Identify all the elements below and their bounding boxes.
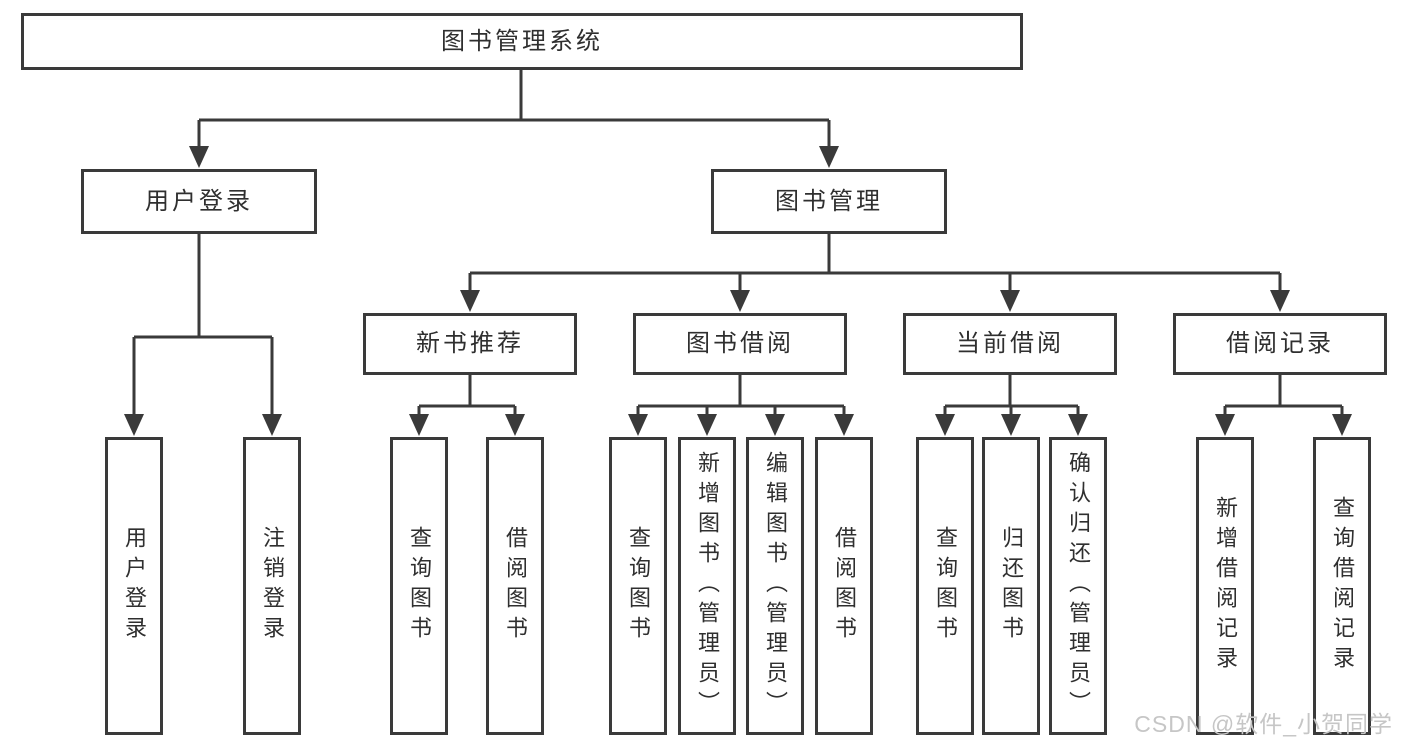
arrowheads-level3	[460, 290, 1290, 312]
csdn-watermark: CSDN @软件_小贺同学	[1134, 711, 1393, 737]
leaf-return-book: 归还图书	[982, 437, 1040, 735]
leaf-query-book-current: 查询图书	[916, 437, 974, 735]
leaf-add-book-admin: 新增图书（管理员）	[678, 437, 736, 735]
connector-new-book-group	[417, 375, 517, 414]
arrowheads-current-borrow-group	[935, 414, 1088, 436]
arrowheads-new-book-group	[409, 414, 525, 436]
node-library-system: 图书管理系统	[21, 13, 1023, 70]
arrowheads-book-borrow-group	[628, 414, 854, 436]
leaf-logout-login: 注销登录	[243, 437, 301, 735]
leaf-query-book-borrow: 查询图书	[609, 437, 667, 735]
leaf-edit-book-admin: 编辑图书（管理员）	[746, 437, 804, 735]
node-book-management: 图书管理	[711, 169, 947, 234]
connector-current-borrow-group	[943, 375, 1080, 414]
connector-user-login-group	[132, 234, 274, 414]
node-borrow-record: 借阅记录	[1173, 313, 1387, 375]
node-current-borrow: 当前借阅	[903, 313, 1117, 375]
arrowheads-user-login-group	[124, 414, 282, 436]
arrowheads-borrow-record-group	[1215, 414, 1352, 436]
node-book-borrow: 图书借阅	[633, 313, 847, 375]
leaf-borrow-book-recommend: 借阅图书	[486, 437, 544, 735]
leaf-user-login: 用户登录	[105, 437, 163, 735]
leaf-confirm-return-admin: 确认归还（管理员）	[1049, 437, 1107, 735]
connector-book-management-to-level3	[468, 234, 1282, 290]
leaf-query-borrow-record: 查询借阅记录	[1313, 437, 1371, 735]
node-new-book-recommend: 新书推荐	[363, 313, 577, 375]
arrowheads-level2	[189, 146, 839, 168]
leaf-query-book-recommend: 查询图书	[390, 437, 448, 735]
connector-book-borrow-group	[636, 375, 846, 414]
node-user-login: 用户登录	[81, 169, 317, 234]
leaf-add-borrow-record: 新增借阅记录	[1196, 437, 1254, 735]
connector-borrow-record-group	[1223, 375, 1344, 414]
leaf-borrow-book: 借阅图书	[815, 437, 873, 735]
connector-root-to-level2	[197, 70, 831, 148]
